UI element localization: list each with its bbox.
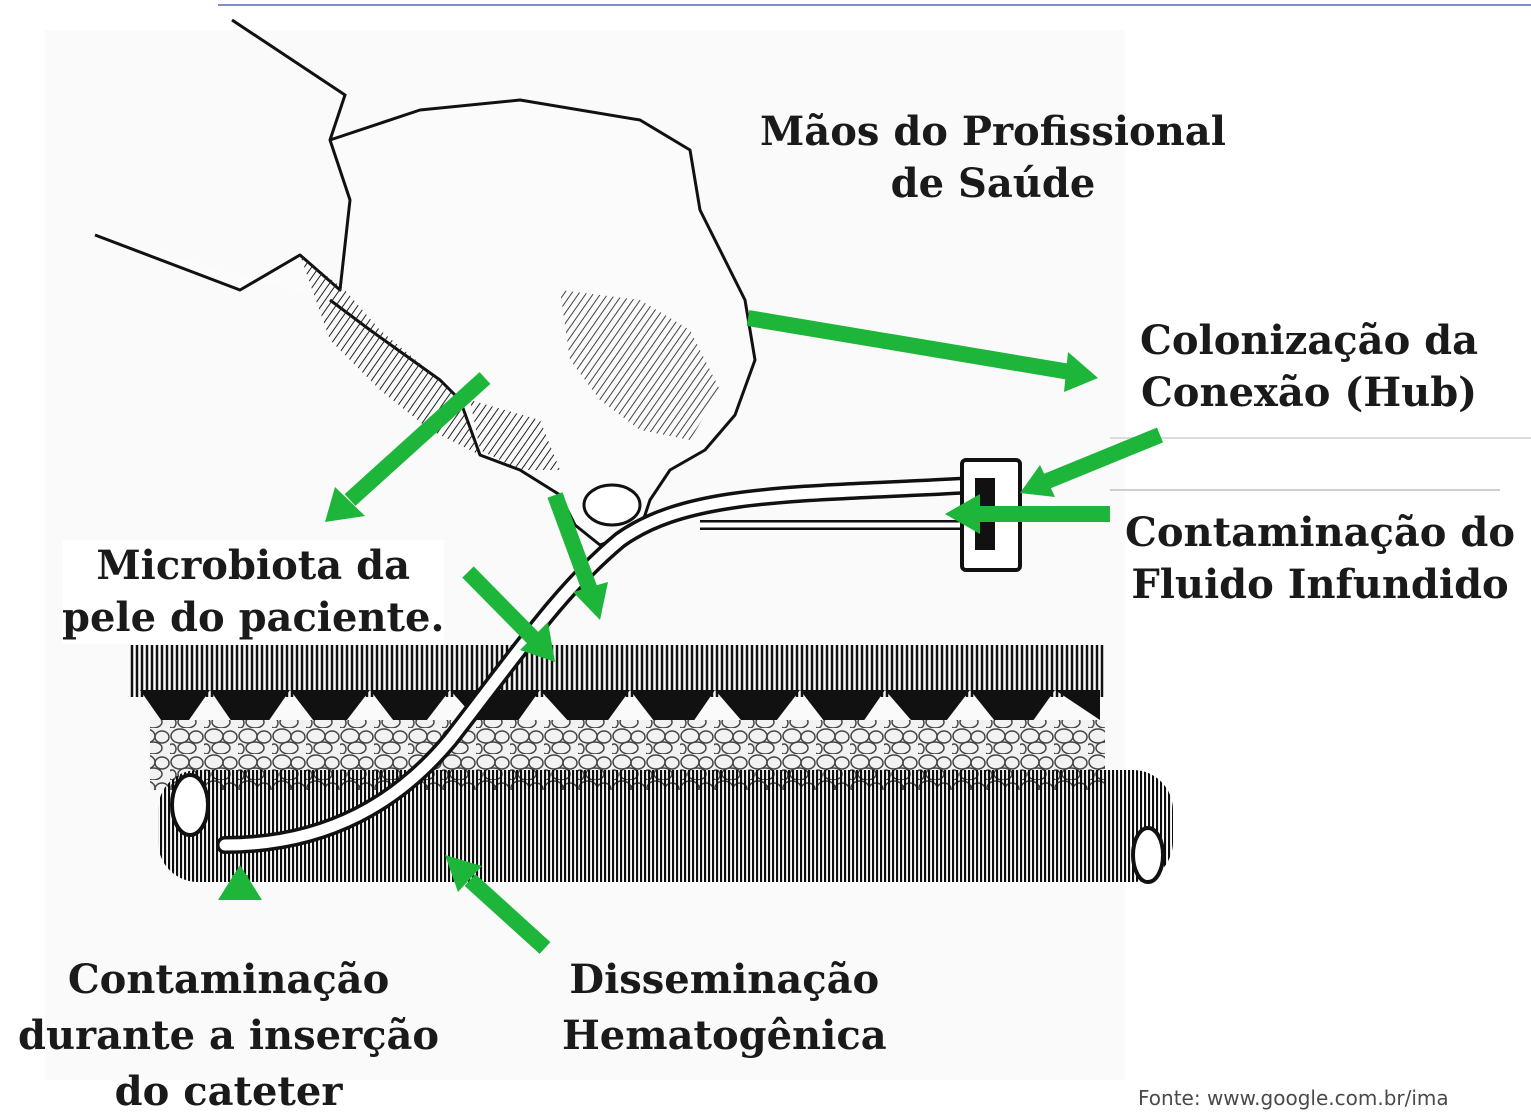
vessel-opening-right xyxy=(1133,828,1163,882)
label-maos-line2: de Saúde xyxy=(760,158,1226,210)
source-caption: Fonte: www.google.com.br/ima xyxy=(1138,1086,1449,1110)
label-disseminacao-line1: Disseminação xyxy=(562,952,887,1008)
epidermis-layer xyxy=(130,645,1105,697)
label-contaminacao-fluido-line1: Contaminação do xyxy=(1125,507,1515,559)
label-colonizacao: Colonização da Conexão (Hub) xyxy=(1140,315,1478,419)
label-colonizacao-line1: Colonização da xyxy=(1140,315,1478,367)
label-contaminacao-fluido-line2: Fluido Infundido xyxy=(1125,559,1515,611)
label-microbiota-line2: pele do paciente. xyxy=(62,592,444,644)
label-colonizacao-line2: Conexão (Hub) xyxy=(1140,367,1478,419)
label-microbiota: Microbiota da pele do paciente. xyxy=(62,540,444,644)
label-microbiota-line1: Microbiota da xyxy=(62,540,444,592)
label-contaminacao-insercao-line3: do cateter xyxy=(18,1064,439,1120)
label-contaminacao-insercao-line2: durante a inserção xyxy=(18,1008,439,1064)
label-maos-line1: Mãos do Profissional xyxy=(760,106,1226,158)
label-disseminacao-line2: Hematogênica xyxy=(562,1008,887,1064)
label-disseminacao: Disseminação Hematogênica xyxy=(562,952,887,1064)
label-contaminacao-insercao-line1: Contaminação xyxy=(18,952,439,1008)
vessel-opening-left xyxy=(172,775,208,835)
label-maos: Mãos do Profissional de Saúde xyxy=(760,106,1226,210)
label-contaminacao-fluido: Contaminação do Fluido Infundido xyxy=(1125,507,1515,611)
thumb-nail xyxy=(584,485,640,525)
label-contaminacao-insercao: Contaminação durante a inserção do catet… xyxy=(18,952,439,1120)
